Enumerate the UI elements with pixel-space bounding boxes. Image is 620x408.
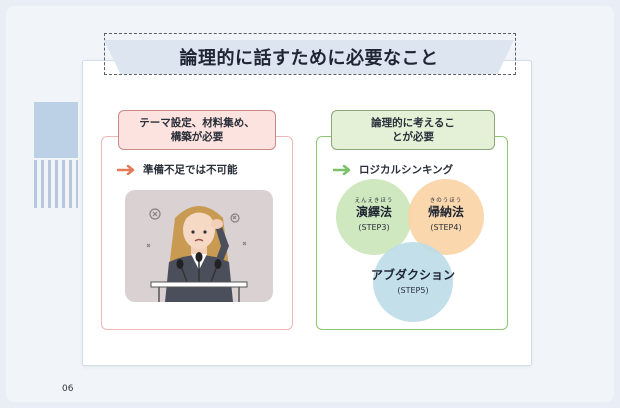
logical-thinking-heading-text: 論理的に考えることが必要 [371,116,455,143]
induction-label: きのうほう 帰納法 (STEP4) [416,198,476,232]
abduction-name: アブダクション [370,268,455,282]
abduction-label: アブダクション (STEP5) [368,268,458,295]
induction-step: (STEP4) [430,222,462,232]
arrow-right-icon [117,164,135,175]
page-number: 06 [62,384,74,394]
induction-name: 帰納法 [427,204,464,219]
logical-arrow-row: ロジカルシンキング [333,162,453,177]
arrow-right-icon [333,164,351,175]
logical-arrow-text: ロジカルシンキング [359,164,454,176]
induction-ruby: きのうほう [429,198,463,204]
title-dashed-frame [104,33,516,75]
deduction-step: (STEP3) [358,222,390,232]
preparation-arrow-row: 準備不足では不可能 [117,162,238,177]
decorative-square [34,102,78,158]
abduction-step: (STEP5) [397,286,429,296]
venn-diagram: えんえきほう 演繹法 (STEP3) きのうほう 帰納法 (STEP4) アブダ… [316,168,510,328]
logical-thinking-heading: 論理的に考えることが必要 [331,110,495,150]
page-title: 論理的に話すために必要なこと [179,48,439,69]
title-banner: 論理的に話すために必要なこと [104,40,514,74]
decorative-stripes [34,160,78,208]
deduction-label: えんえきほう 演繹法 (STEP3) [344,198,404,232]
preparation-arrow-text: 準備不足では不可能 [143,164,238,176]
preparation-heading: テーマ設定、材料集め、構築が必要 [118,110,276,150]
deduction-ruby: えんえきほう [354,198,394,204]
deduction-name: 演繹法 [355,204,392,219]
deduction-circle [336,179,412,255]
speaker-illustration [125,190,273,302]
abduction-circle [373,242,453,322]
preparation-heading-text: テーマ設定、材料集め、構築が必要 [139,116,255,143]
